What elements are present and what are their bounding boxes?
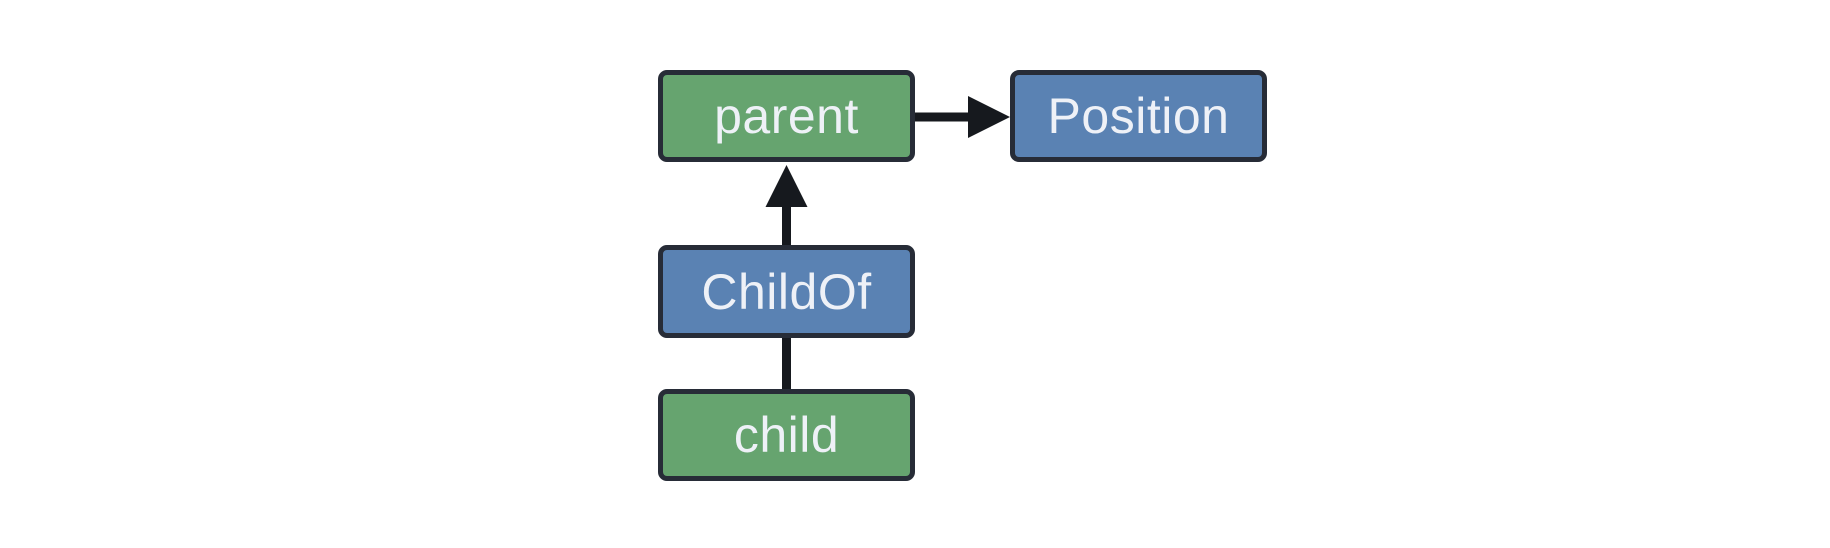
edge-childof-to-parent-arrowhead (765, 165, 808, 207)
node-parent: parent (658, 70, 915, 162)
node-childof: ChildOf (658, 245, 915, 338)
node-position: Position (1010, 70, 1267, 162)
edge-parent-to-position-arrowhead (968, 96, 1010, 138)
node-parent-label: parent (714, 88, 859, 144)
node-child-label: child (733, 407, 840, 463)
node-child: child (658, 389, 915, 481)
node-childof-label: ChildOf (701, 263, 872, 320)
node-position-label: Position (1047, 88, 1230, 144)
